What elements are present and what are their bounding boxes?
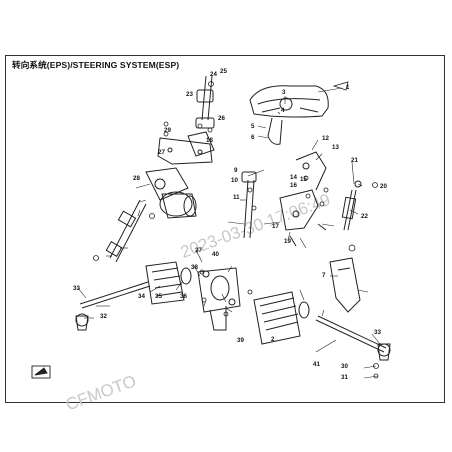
callout-35: 35 (155, 293, 162, 300)
callout-5: 5 (251, 123, 255, 130)
callout-33-right: 33 (374, 329, 381, 336)
callout-15: 15 (300, 176, 307, 183)
column-shaft (241, 171, 257, 239)
callout-21: 21 (351, 157, 358, 164)
callout-31: 31 (341, 374, 348, 381)
callout-33-left: 33 (73, 285, 80, 292)
callout-39: 39 (237, 337, 244, 344)
eps-motor (145, 167, 197, 219)
gas-strut (341, 180, 362, 231)
callout-20: 20 (380, 183, 387, 190)
callouts: 1 2 3 4 5 6 7 8 9 10 11 12 13 14 15 16 1… (73, 68, 387, 381)
steering-wheel (249, 85, 329, 145)
callout-23: 23 (186, 91, 193, 98)
direction-arrow-icon (31, 365, 51, 379)
callout-18: 18 (206, 137, 213, 144)
callout-6: 6 (251, 134, 255, 141)
callout-7: 7 (322, 272, 326, 279)
callout-32: 32 (100, 313, 107, 320)
callout-12: 12 (322, 135, 329, 142)
callout-41: 41 (313, 361, 320, 368)
callout-16: 16 (290, 182, 297, 189)
callout-11: 11 (233, 194, 240, 201)
diagram-frame (5, 55, 445, 403)
callout-25: 25 (220, 68, 227, 75)
callout-36: 36 (180, 293, 187, 300)
callout-2: 2 (271, 336, 275, 343)
callout-4: 4 (281, 107, 285, 114)
callout-22: 22 (361, 213, 368, 220)
column-bracket (157, 137, 213, 165)
callout-34: 34 (138, 293, 145, 300)
arrow-icon (332, 81, 349, 91)
upper-steering-shaft (187, 75, 215, 157)
callout-13: 13 (332, 144, 339, 151)
leader-lines (77, 87, 381, 379)
diagram-title: 转向系统(EPS)/STEERING SYSTEM(ESP) (12, 60, 180, 70)
callout-17: 17 (272, 223, 279, 230)
callout-1: 1 (346, 84, 350, 91)
fasteners (93, 81, 379, 379)
callout-24: 24 (210, 71, 217, 78)
watermark-brand: CFMOTO (63, 371, 138, 414)
callout-14: 14 (290, 174, 297, 181)
callout-38: 38 (191, 264, 198, 271)
callout-9: 9 (234, 167, 238, 174)
intermediate-shaft (105, 199, 147, 263)
callout-3: 3 (282, 89, 286, 96)
callout-27: 27 (158, 149, 165, 156)
steering-gear-housing (197, 267, 241, 331)
callout-10: 10 (231, 177, 238, 184)
tilt-lever-cover (329, 257, 361, 313)
callout-37: 37 (195, 247, 202, 254)
callout-30: 30 (341, 363, 348, 370)
callout-40: 40 (212, 251, 219, 258)
callout-26: 26 (218, 115, 225, 122)
callout-19: 19 (284, 238, 291, 245)
callout-29: 29 (164, 127, 171, 134)
column-support-bracket (279, 151, 327, 247)
watermark: CFMOTO 2023-03-30 17:06:49 (63, 190, 333, 414)
left-rack-boot (75, 261, 192, 331)
right-rack-boot (253, 291, 391, 361)
callout-28: 28 (133, 175, 140, 182)
